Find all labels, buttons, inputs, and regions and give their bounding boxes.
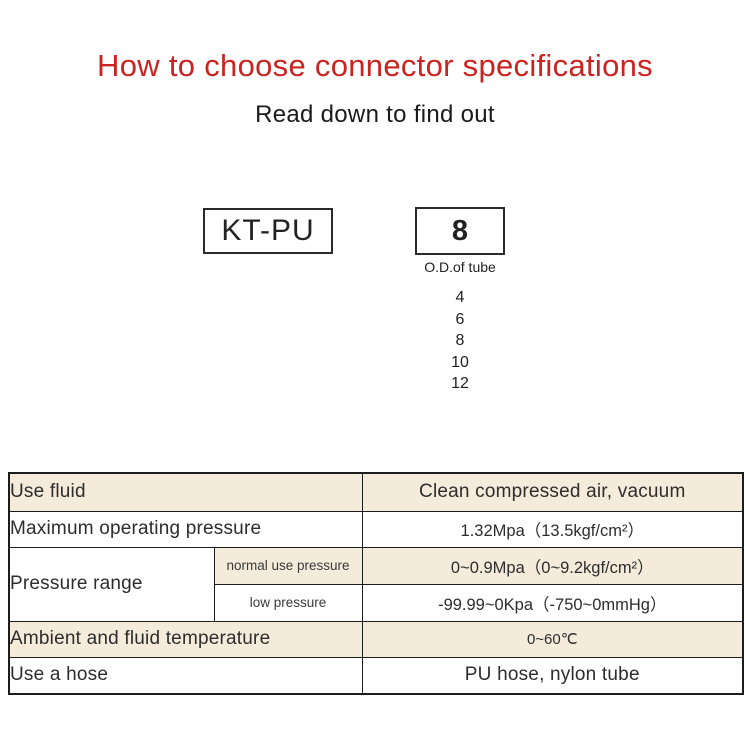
spec-label-ambient-fluid-temperature: Ambient and fluid temperature xyxy=(8,620,363,658)
spec-value-use-a-hose: PU hose, nylon tube xyxy=(361,656,744,695)
table-row: Ambient and fluid temperature 0~60℃ xyxy=(8,620,744,658)
size-option: 8 xyxy=(455,332,465,349)
size-option: 6 xyxy=(455,310,465,328)
spec-value-use-fluid: Clean compressed air, vacuum xyxy=(361,472,744,512)
spec-label-use-a-hose: Use a hose xyxy=(8,656,363,695)
series-code-box: KT-PU xyxy=(203,208,333,254)
table-row: Use a hose PU hose, nylon tube xyxy=(8,656,744,695)
od-of-tube-label: O.D.of tube xyxy=(424,259,496,275)
spec-label-pressure-range: Pressure range xyxy=(8,546,215,622)
size-option: 4 xyxy=(455,289,465,306)
spec-label-max-operating-pressure: Maximum operating pressure xyxy=(8,510,363,548)
spec-value-low-pressure: -99.99~0Kpa（-750~0mmHg） xyxy=(361,583,744,622)
table-row: Maximum operating pressure 1.32Mpa（13.5k… xyxy=(8,510,744,548)
table-row: low pressure -99.99~0Kpa（-750~0mmHg） xyxy=(9,583,744,622)
page-title: How to choose connector specifications xyxy=(97,48,653,83)
tube-size-options: 4 6 8 10 12 xyxy=(385,287,535,395)
table-row: Use fluid Clean compressed air, vacuum xyxy=(8,472,744,512)
spec-value-ambient-fluid-temperature: 0~60℃ xyxy=(361,620,744,658)
size-option: 12 xyxy=(451,375,469,392)
spec-label-use-fluid: Use fluid xyxy=(8,472,363,512)
spec-sublabel-normal-use-pressure: normal use pressure xyxy=(213,546,363,585)
page-subtitle: Read down to find out xyxy=(255,101,495,128)
series-code-label: KT-PU xyxy=(221,214,315,247)
spec-value-max-operating-pressure: 1.32Mpa（13.5kgf/cm²） xyxy=(361,510,744,548)
tube-size-box: 8 xyxy=(415,207,505,255)
spec-sublabel-low-pressure: low pressure xyxy=(213,583,363,622)
size-option: 10 xyxy=(451,353,469,371)
tube-size-value: 8 xyxy=(451,214,469,247)
spec-value-normal-use-pressure: 0~0.9Mpa（0~9.2kgf/cm²） xyxy=(361,546,744,585)
spec-table: Use fluid Clean compressed air, vacuum M… xyxy=(8,472,745,695)
table-row: Pressure range normal use pressure 0~0.9… xyxy=(8,546,744,622)
